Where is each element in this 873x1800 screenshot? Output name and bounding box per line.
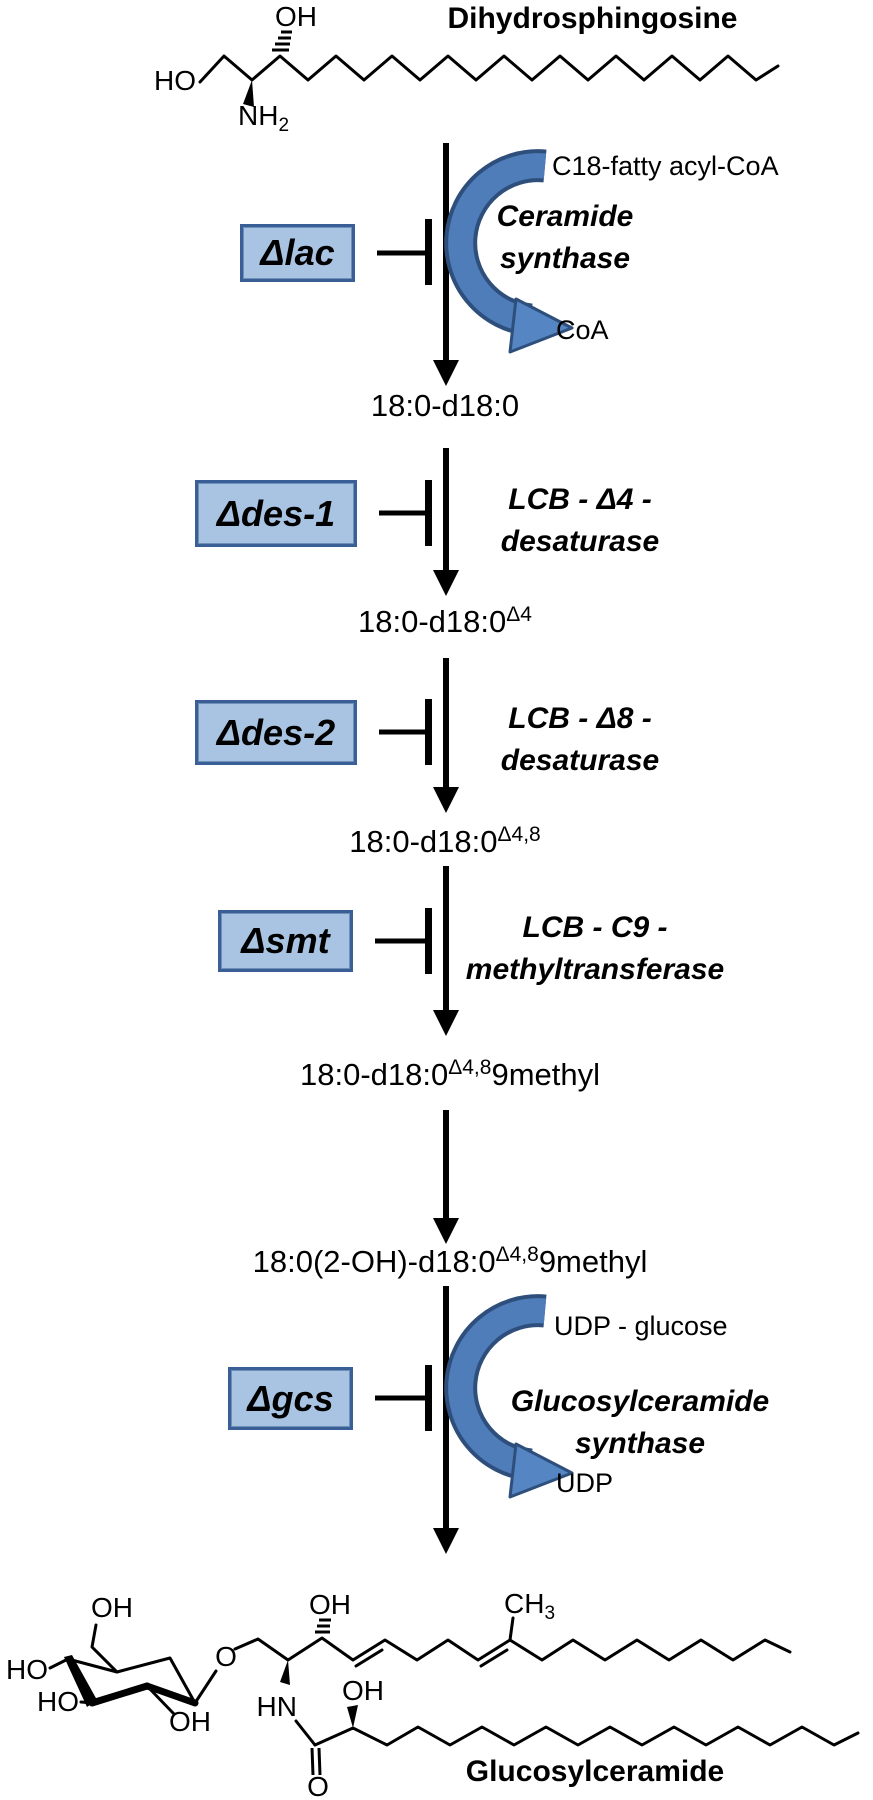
mutant-box-des1: Δdes-1 bbox=[195, 480, 357, 547]
mutant-box-des2: Δdes-2 bbox=[195, 700, 357, 765]
atom-label-oh: OH bbox=[275, 1, 317, 32]
atom-label-o-carbonyl: O bbox=[307, 1771, 329, 1800]
reaction-arrow-4 bbox=[433, 866, 459, 1036]
atom-label-oh-c3: OH bbox=[309, 1589, 351, 1620]
reaction-arrow-3 bbox=[433, 658, 459, 813]
atom-label-ch3: CH3 bbox=[504, 1588, 555, 1624]
enzyme-c9-methyltransferase: LCB - C9 -methyltransferase bbox=[465, 911, 725, 986]
intermediate-2: 18:0-d18:0Δ4 bbox=[358, 603, 532, 639]
reaction-arrow-6 bbox=[433, 1286, 459, 1554]
enzyme-delta8-desaturase: LCB - Δ8 -desaturase bbox=[500, 702, 660, 777]
intermediate-5: 18:0(2-OH)-d18:0Δ4,89methyl bbox=[252, 1243, 648, 1279]
reaction-arrow-2 bbox=[433, 448, 459, 596]
atom-label-oh-ring: OH bbox=[169, 1706, 211, 1737]
double-bond-delta8 bbox=[479, 1648, 509, 1668]
intermediate-1: 18:0-d18:0 bbox=[370, 388, 520, 423]
substrate-in-ceramide-synthase: C18-fatty acyl-CoA bbox=[552, 151, 779, 181]
mutant-box-gcs: Δgcs bbox=[228, 1367, 353, 1430]
atom-label-nh2: NH2 bbox=[238, 100, 289, 135]
atom-label-oh-fa: OH bbox=[342, 1675, 384, 1706]
atom-label-o-glycosidic: O bbox=[215, 1641, 237, 1672]
carbonyl-double-bond bbox=[310, 1747, 322, 1776]
hash-bond-oh bbox=[272, 30, 292, 52]
inhibition-tee-des1 bbox=[379, 480, 432, 546]
wedge-bond-oh-fa bbox=[347, 1705, 358, 1728]
atom-label-ho: HO bbox=[154, 65, 196, 96]
intermediate-4: 18:0-d18:0Δ4,89methyl bbox=[299, 1056, 600, 1092]
atom-label-ho-lower: HO bbox=[37, 1686, 79, 1717]
mutant-box-lac: Δlac bbox=[240, 224, 355, 282]
glucose-ring bbox=[64, 1623, 199, 1707]
hash-bond-oh-c3 bbox=[315, 1618, 331, 1634]
atom-label-ho-left: HO bbox=[6, 1654, 48, 1685]
reaction-arrow-5 bbox=[433, 1110, 459, 1244]
dihydrosphingosine-structure: HO NH2 OH bbox=[154, 1, 780, 135]
substrate-out-ceramide-synthase: CoA bbox=[556, 315, 609, 345]
atom-label-oh-top: OH bbox=[91, 1592, 133, 1623]
substrate-out-gcs: UDP bbox=[556, 1468, 614, 1498]
top-molecule-title: Dihydrosphingosine bbox=[447, 2, 738, 35]
double-bond-delta4 bbox=[354, 1648, 384, 1668]
bottom-molecule-title: Glucosylceramide bbox=[465, 1755, 725, 1788]
wedge-bond-hn bbox=[280, 1660, 290, 1685]
intermediate-3: 18:0-d18:0Δ4,8 bbox=[349, 823, 541, 859]
mutant-box-smt: Δsmt bbox=[218, 910, 353, 972]
inhibition-tee-lac bbox=[377, 219, 432, 285]
glucosylceramide-structure: OH HO HO OH O CH3 OH HN bbox=[6, 1588, 860, 1800]
inhibition-tee-smt bbox=[375, 908, 432, 974]
inhibition-tee-gcs bbox=[375, 1365, 432, 1431]
inhibition-tee-des2 bbox=[379, 699, 432, 765]
wedge-bond-nh2 bbox=[243, 80, 254, 107]
enzyme-delta4-desaturase: LCB - Δ4 -desaturase bbox=[500, 483, 660, 558]
substrate-in-gcs: UDP - glucose bbox=[554, 1311, 728, 1341]
atom-label-hn: HN bbox=[257, 1691, 297, 1722]
